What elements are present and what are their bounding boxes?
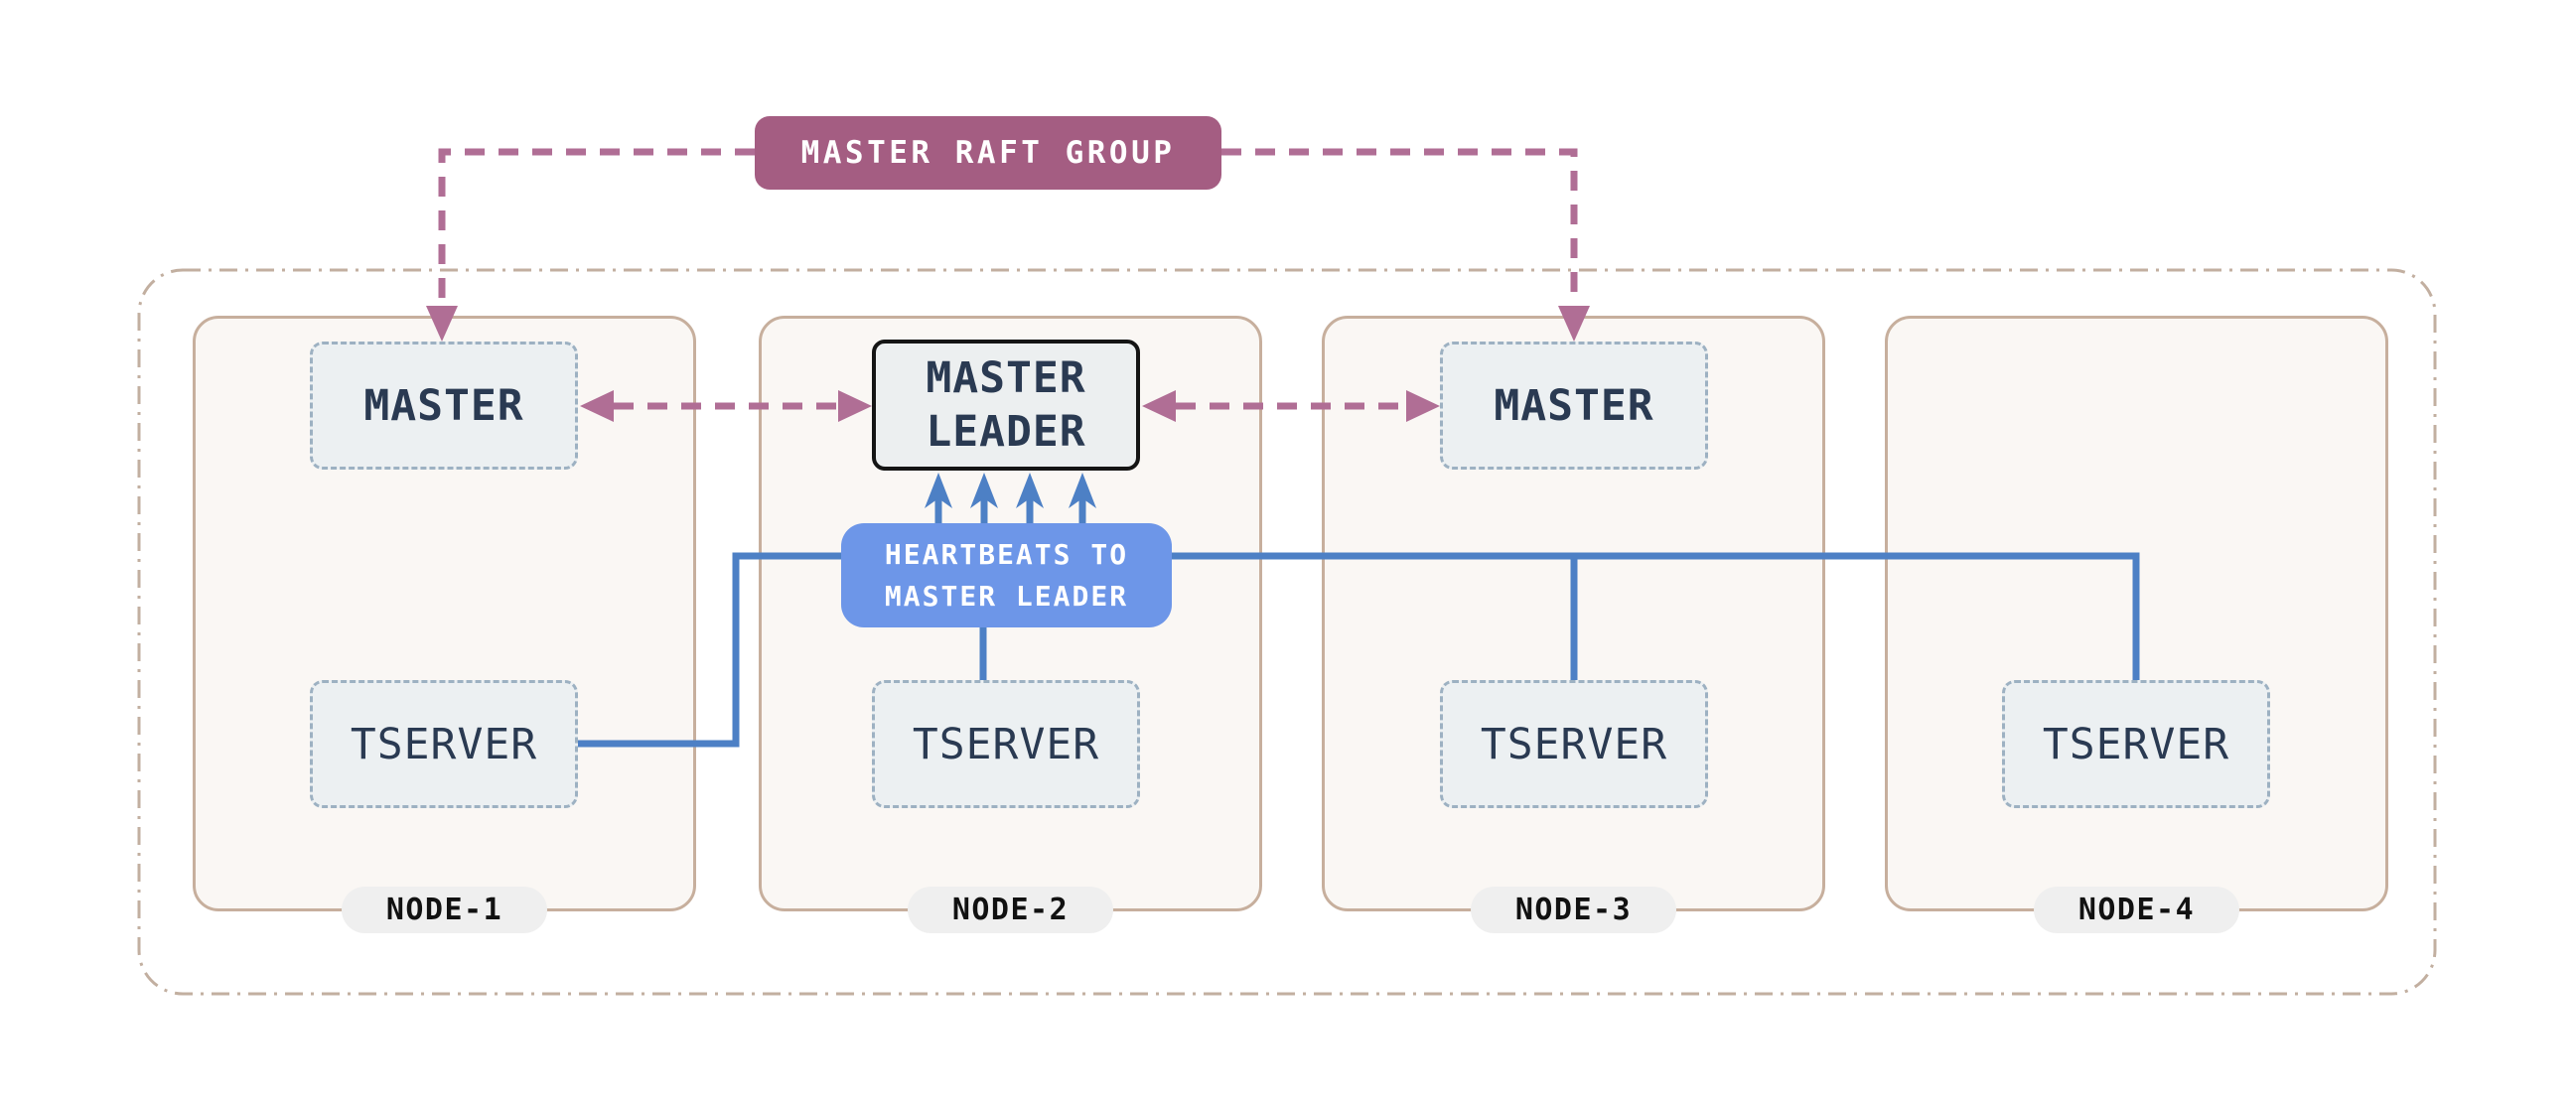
heartbeats-badge-line1: HEARTBEATS TO — [884, 537, 1129, 571]
raft-connector-left — [438, 148, 755, 306]
node-1-label-pill: NODE-1 — [342, 887, 547, 933]
master-leader-label-line1: MASTER — [926, 352, 1086, 403]
node-1-label: NODE-1 — [385, 893, 503, 927]
tserver-box-node1-label: TSERVER — [350, 719, 538, 769]
heartbeats-badge-line2: MASTER LEADER — [884, 579, 1129, 613]
tserver-box-node4: TSERVER — [2002, 680, 2270, 808]
master-leader-box: MASTER LEADER — [872, 340, 1140, 471]
tserver-box-node4-label: TSERVER — [2042, 719, 2230, 769]
tserver-box-node3-label: TSERVER — [1480, 719, 1668, 769]
tserver-box-node3: TSERVER — [1440, 680, 1708, 808]
node-2-label: NODE-2 — [951, 893, 1070, 927]
node-4-container — [1885, 316, 2388, 911]
master-raft-group-badge: MASTER RAFT GROUP — [755, 116, 1221, 190]
node-3-label-pill: NODE-3 — [1471, 887, 1676, 933]
master-box-node3-label: MASTER — [1494, 380, 1654, 431]
tserver-box-node2: TSERVER — [872, 680, 1140, 808]
tserver-box-node2-label: TSERVER — [912, 719, 1100, 769]
tserver-box-node1: TSERVER — [310, 680, 578, 808]
heartbeats-badge: HEARTBEATS TO MASTER LEADER — [841, 523, 1172, 627]
node-4-label-pill: NODE-4 — [2034, 887, 2239, 933]
node-4-label: NODE-4 — [2077, 893, 2196, 927]
node-2-label-pill: NODE-2 — [908, 887, 1113, 933]
master-box-node1: MASTER — [310, 342, 578, 470]
raft-connector-right — [1221, 148, 1578, 306]
node-3-label: NODE-3 — [1514, 893, 1633, 927]
master-box-node1-label: MASTER — [363, 380, 524, 431]
master-leader-label-line2: LEADER — [926, 407, 1086, 457]
master-raft-group-label: MASTER RAFT GROUP — [800, 135, 1176, 171]
master-box-node3: MASTER — [1440, 342, 1708, 470]
